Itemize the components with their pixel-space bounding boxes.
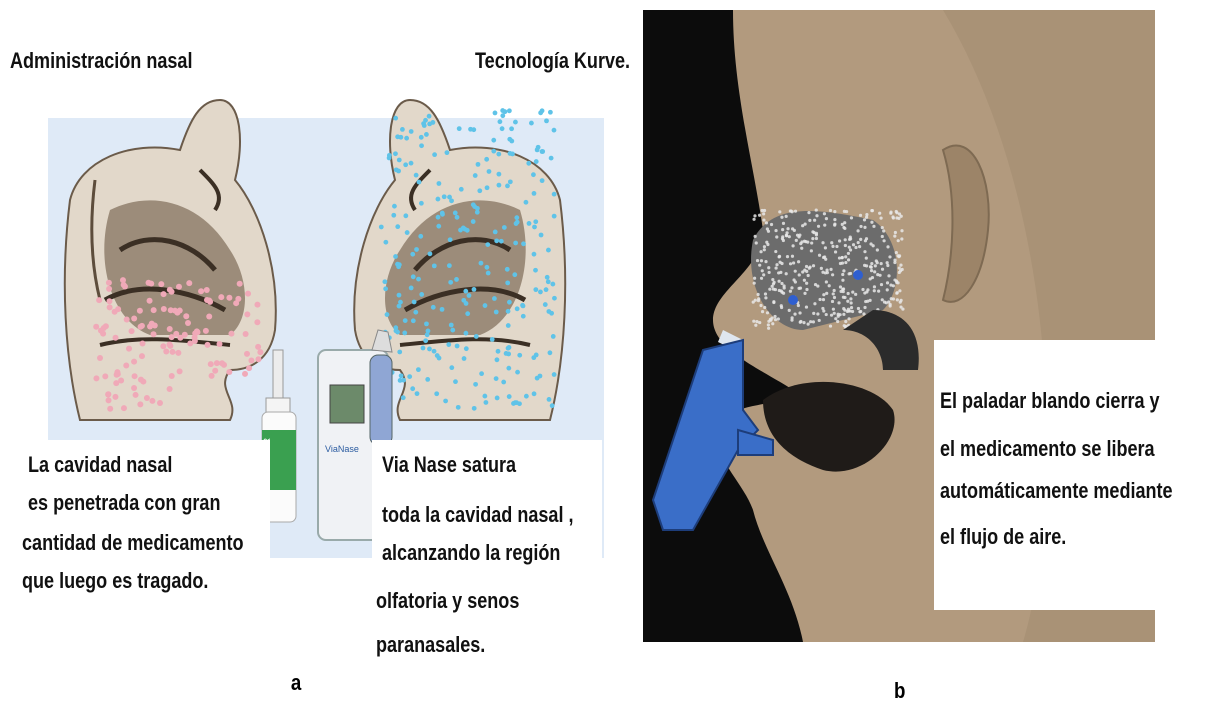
panel-b-letter: b bbox=[894, 678, 905, 704]
caption-b-line-4: el flujo de aire. bbox=[940, 524, 1066, 550]
left-nasal-cross-section bbox=[65, 100, 276, 420]
caption-right-line-2: toda la cavidad nasal , bbox=[382, 502, 574, 528]
caption-left-line-4: que luego es tragado. bbox=[22, 568, 208, 594]
caption-left-line-3: cantidad de medicamento bbox=[22, 530, 244, 556]
caption-b-line-1: El paladar blando cierra y bbox=[940, 388, 1160, 414]
title-left: Administración nasal bbox=[10, 48, 192, 74]
panel-a-letter: a bbox=[291, 670, 301, 696]
caption-left-box: La cavidad nasal es penetrada con gran c… bbox=[0, 440, 270, 610]
caption-right-line-5: paranasales. bbox=[376, 632, 485, 658]
caption-b-line-3: automáticamente mediante bbox=[940, 478, 1173, 504]
caption-left-line-2: es penetrada con gran bbox=[28, 490, 220, 516]
caption-left-line-1: La cavidad nasal bbox=[28, 452, 172, 478]
caption-b-box: El paladar blando cierra y el medicament… bbox=[934, 340, 1212, 610]
panel-a: GENER ViaNase Administración nasal Tecno… bbox=[0, 0, 612, 680]
caption-b-line-2: el medicamento se libera bbox=[940, 436, 1155, 462]
title-right: Tecnología Kurve. bbox=[475, 48, 630, 74]
caption-right-line-4: olfatoria y senos bbox=[376, 588, 519, 614]
title-left-box: Administración nasal bbox=[0, 30, 210, 90]
device-brand-label: ViaNase bbox=[325, 444, 359, 454]
caption-right-line-3: alcanzando la región bbox=[382, 540, 560, 566]
caption-right-line-1: Via Nase satura bbox=[382, 452, 516, 478]
caption-right-box: Via Nase satura toda la cavidad nasal , … bbox=[372, 440, 602, 680]
title-right-box: Tecnología Kurve. bbox=[455, 30, 645, 90]
